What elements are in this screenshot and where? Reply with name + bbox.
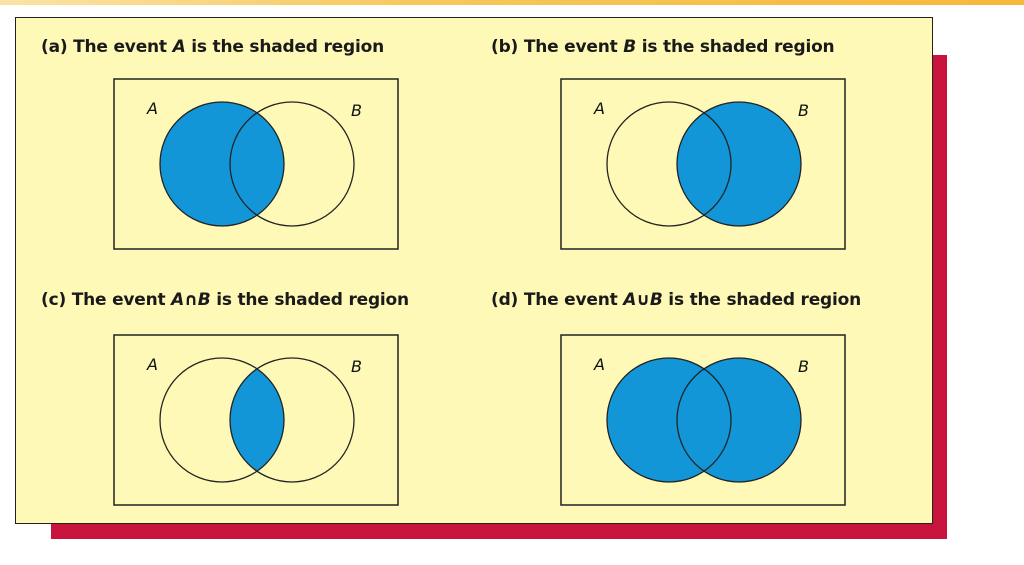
set-label-b-b: B [798,101,809,120]
circle-d-set-b [676,357,802,483]
caption-a-prefix: (a) The event [41,37,173,57]
caption-c-symbol: A∩B [171,290,211,310]
caption-c-suffix: is the shaded region [210,290,409,310]
caption-b-suffix: is the shaded region [636,37,835,57]
shaded-region-c [230,358,284,482]
caption-d-symbol: A∪B [623,290,663,310]
circle-b-set-b [676,101,802,227]
set-label-b-a: A [593,99,605,118]
caption-d-prefix: (d) The event [491,290,624,310]
shaded-region-d-right [677,358,801,482]
caption-d-suffix: is the shaded region [662,290,862,310]
venn-diagram-c: A B [113,334,399,506]
caption-d: (d) The event A∪B is the shaded region [491,290,861,310]
set-label-c-a: A [146,355,158,374]
set-label-d-b: B [798,357,809,376]
caption-b-symbol: B [623,37,637,57]
set-label-a-b: B [351,101,362,120]
circle-c-set-b [229,357,355,483]
sample-space-b [560,78,846,250]
circle-b-set-a [606,101,732,227]
caption-a: (a) The event A is the shaded region [41,37,384,57]
venn-diagram-d: A B [560,334,846,506]
caption-c: (c) The event A∩B is the shaded region [41,290,409,310]
sample-space-c [113,334,399,506]
set-label-a-a: A [146,99,158,118]
venn-figure-panel: (a) The event A is the shaded region A B… [15,17,933,524]
circle-c-set-a [159,357,285,483]
venn-diagram-a: A B [113,78,399,250]
caption-a-symbol: A [172,37,186,57]
circle-a-set-a [159,101,285,227]
set-label-c-b: B [351,357,362,376]
shaded-region-b [677,102,801,226]
venn-diagram-b: A B [560,78,846,250]
shaded-region-a [160,102,284,226]
sample-space-a [113,78,399,250]
circle-a-set-b [229,101,355,227]
circle-d-set-a [606,357,732,483]
set-label-d-a: A [593,355,605,374]
caption-a-suffix: is the shaded region [185,37,384,57]
top-accent-bar [0,0,1024,5]
caption-c-prefix: (c) The event [41,290,172,310]
caption-b-prefix: (b) The event [491,37,624,57]
sample-space-d [560,334,846,506]
caption-b: (b) The event B is the shaded region [491,37,835,57]
